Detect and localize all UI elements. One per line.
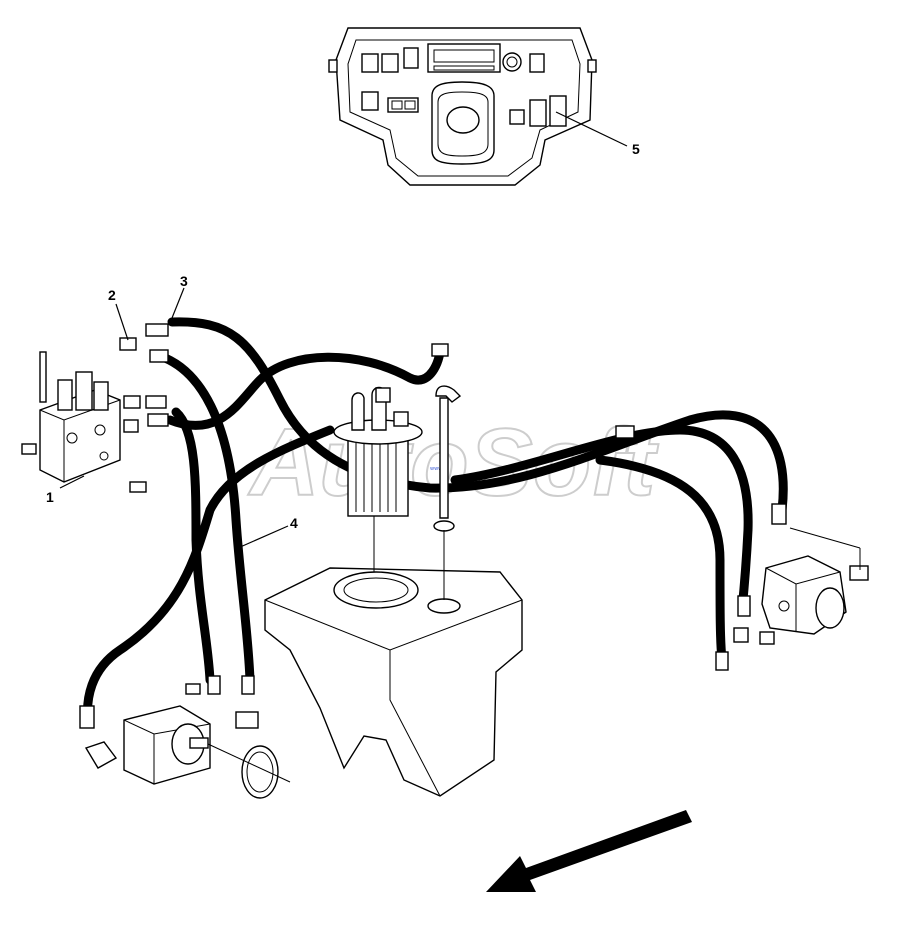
left-pump (84, 705, 291, 799)
callout-1: 1 (46, 489, 54, 505)
callout-2: 2 (108, 287, 116, 303)
watermark-small: www (430, 466, 442, 472)
valve-block (21, 337, 147, 493)
fittings (79, 323, 787, 729)
return-filter (333, 386, 423, 517)
leader-5 (555, 111, 628, 147)
callout-5: 5 (632, 141, 640, 157)
control-panel (328, 27, 597, 186)
sight-tube (433, 385, 462, 532)
leader-1 (59, 475, 85, 489)
watermark: AutoSoft (248, 409, 659, 516)
direction-arrow (486, 810, 692, 892)
hydraulic-tank (264, 516, 523, 797)
leader-lines (59, 287, 289, 549)
callout-4: 4 (290, 515, 298, 531)
leader-4 (237, 525, 289, 549)
leader-3 (171, 287, 185, 319)
callout-3: 3 (180, 273, 188, 289)
leader-2 (115, 303, 129, 341)
right-pump (733, 527, 869, 645)
